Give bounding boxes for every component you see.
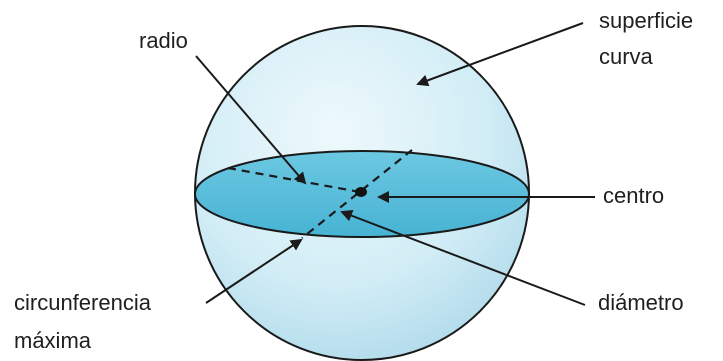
great-circle-label-line1: circunferencia [14,290,151,315]
diameter-label: diámetro [598,290,684,315]
curved-surface-label-line1: superficie [599,8,694,33]
curved-surface-label-line2: curva [599,44,653,69]
great-circle-arrow [205,238,303,304]
center-point [355,187,367,197]
radius-arrow [195,55,307,185]
diameter-arrow [340,209,586,306]
center-label: centro [603,183,665,208]
radius-label: radio [139,28,188,53]
curved-surface-arrow [416,22,584,87]
great-circle-label-line2: máxima [14,328,92,353]
